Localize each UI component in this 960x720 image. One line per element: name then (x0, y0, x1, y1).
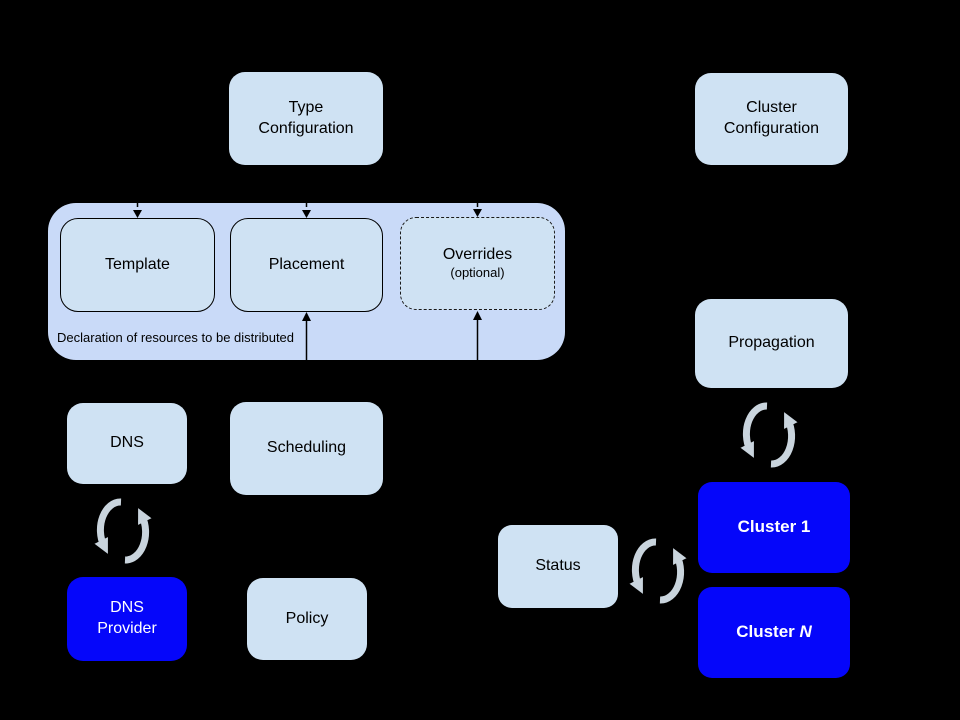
node-type-configuration: Type Configuration (229, 72, 383, 165)
overrides-sublabel: (optional) (450, 265, 505, 281)
node-policy: Policy (247, 578, 367, 660)
overrides-label: Overrides (442, 245, 513, 263)
node-cluster-1: Cluster 1 (698, 482, 850, 573)
dns-sync-icon (100, 502, 145, 560)
node-template: Template (60, 218, 215, 312)
node-cluster-configuration: Cluster Configuration (695, 73, 848, 165)
cluster-n-prefix: Cluster (736, 622, 800, 642)
propagation-cluster-sync-icon (746, 406, 791, 464)
node-status: Status (498, 525, 618, 608)
node-dns-provider: DNS Provider (67, 577, 187, 661)
status-cluster-sync-icon (635, 542, 680, 600)
node-propagation: Propagation (695, 299, 848, 388)
node-scheduling: Scheduling (230, 402, 383, 495)
node-placement: Placement (230, 218, 383, 312)
declaration-caption: Declaration of resources to be distribut… (57, 330, 295, 345)
cluster-n-suffix: N (799, 622, 812, 642)
node-dns: DNS (67, 403, 187, 484)
node-overrides: Overrides (optional) (400, 217, 555, 310)
node-cluster-n: Cluster N (698, 587, 850, 678)
